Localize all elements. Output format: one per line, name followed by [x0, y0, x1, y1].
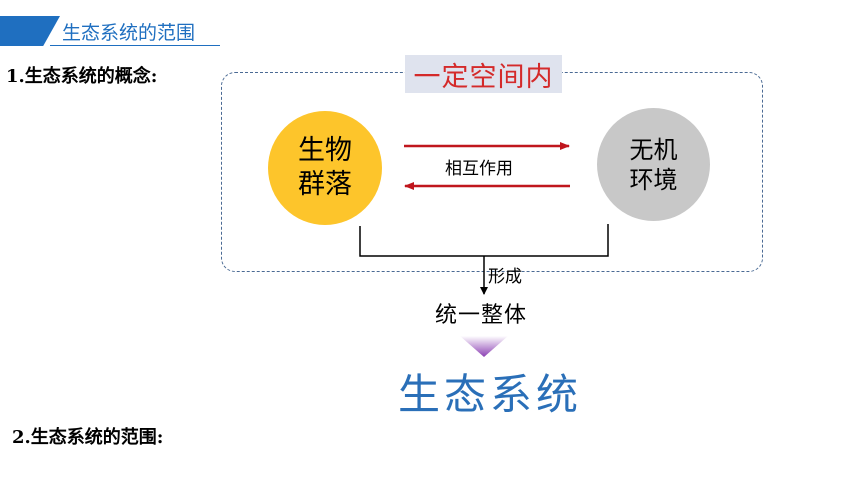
- unity-label: 统一整体: [435, 303, 528, 328]
- environment-node: 无机 环境: [597, 108, 710, 221]
- page-title: 生态系统的范围: [62, 22, 196, 44]
- section-2-heading: 2.生态系统的范围:: [12, 427, 164, 448]
- interaction-label: 相互作用: [445, 159, 513, 179]
- header-underline: [50, 45, 220, 46]
- funnel-arrow: [460, 336, 508, 357]
- form-label: 形成: [488, 267, 522, 287]
- ecosystem-label: 生态系统: [398, 370, 583, 419]
- biocommunity-node: 生物 群落: [268, 111, 382, 225]
- merge-bracket: [359, 224, 609, 257]
- section-1-heading: 1.生态系统的概念:: [6, 66, 158, 87]
- space-label: 一定空间内: [405, 55, 562, 93]
